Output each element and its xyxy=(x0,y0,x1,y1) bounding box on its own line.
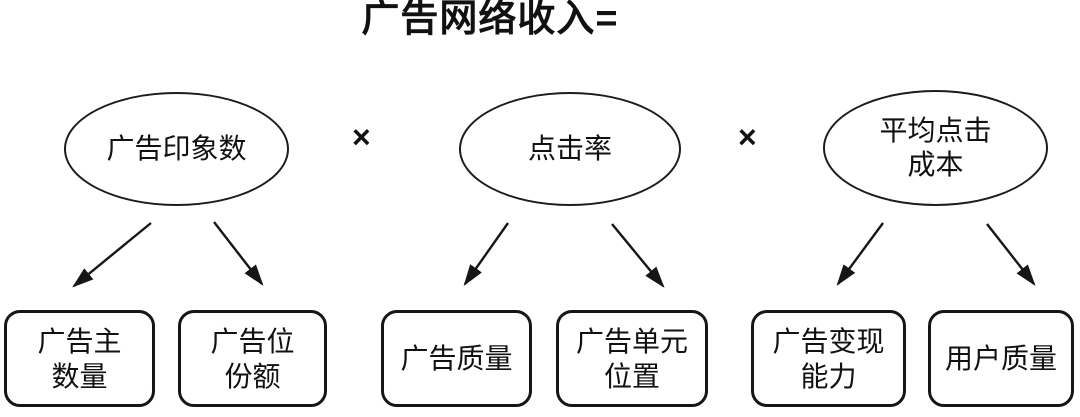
driver-label-line: 广告质量 xyxy=(400,343,513,374)
driver-label-line: 数量 xyxy=(51,360,108,392)
driver-label-line: 能力 xyxy=(800,360,857,392)
factor-label-line: 广告印象数 xyxy=(106,132,247,164)
arrow-impressions-to-ad-slot-share-icon xyxy=(213,221,264,286)
driver-box-ad-quality: 广告质量 xyxy=(381,310,532,407)
driver-label-line: 用户质量 xyxy=(944,343,1057,374)
factor-ellipse-average-click-cost: 平均点击 成本 xyxy=(823,90,1048,206)
multiply-operator-2: × xyxy=(738,119,757,155)
arrow-ctr-to-ad-unit-position-icon xyxy=(611,223,665,288)
arrow-impressions-to-advertiser-count-icon xyxy=(72,222,152,288)
driver-box-user-quality: 用户质量 xyxy=(928,310,1074,407)
driver-label-line: 广告主 xyxy=(37,325,122,357)
factor-ellipse-click-through-rate: 点击率 xyxy=(459,92,681,206)
multiply-operator-1: × xyxy=(352,119,371,155)
factor-label-line: 平均点击 xyxy=(879,114,992,146)
arrow-cost-to-monetization-icon xyxy=(836,222,884,286)
driver-label-line: 广告位 xyxy=(210,325,295,357)
factor-ellipse-ad-impressions: 广告印象数 xyxy=(64,92,289,206)
factor-label-line: 成本 xyxy=(907,149,964,180)
driver-label-line: 广告单元 xyxy=(575,325,688,357)
diagram-title: 广告网络收入= xyxy=(361,0,619,40)
driver-box-advertiser-count: 广告主 数量 xyxy=(4,310,155,407)
driver-label-line: 广告变现 xyxy=(772,325,885,357)
factor-label-line: 点击率 xyxy=(527,132,612,164)
driver-label-line: 份额 xyxy=(224,360,281,392)
arrow-cost-to-user-quality-icon xyxy=(986,223,1036,286)
driver-box-ad-unit-position: 广告单元 位置 xyxy=(556,310,708,407)
driver-label-line: 位置 xyxy=(603,360,660,392)
driver-box-ad-slot-share: 广告位 份额 xyxy=(178,310,327,407)
arrow-ctr-to-ad-quality-icon xyxy=(463,222,509,286)
driver-box-ad-monetization-power: 广告变现 能力 xyxy=(751,310,906,407)
